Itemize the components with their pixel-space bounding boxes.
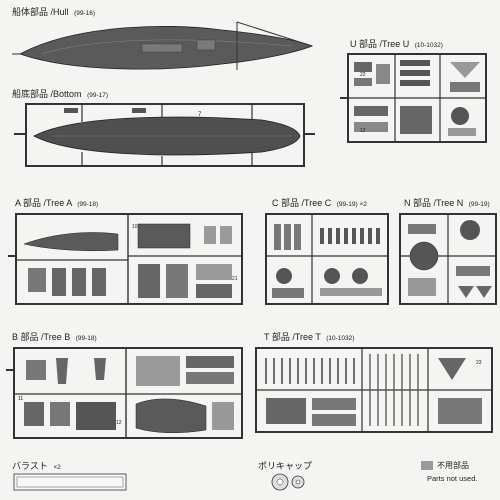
- tree-u-label-code: (10-1032): [414, 42, 443, 49]
- ballast-label: バラスト ×2: [12, 459, 61, 472]
- tree-b-label-jp: B 部品: [12, 332, 39, 342]
- svg-text:10: 10: [132, 224, 138, 230]
- svg-text:12: 12: [116, 420, 122, 426]
- hull-label-jp: 船体部品: [12, 7, 49, 17]
- tree-u-label: U 部品 /Tree U (10-1032): [350, 37, 443, 50]
- svg-text:7: 7: [198, 112, 202, 118]
- tree-t-label-code: (10-1032): [326, 335, 355, 342]
- tree-a-part: 10 21: [8, 213, 243, 305]
- tree-c-label: C 部品 /Tree C (99-19) ×2: [272, 196, 367, 209]
- hull-label-en: /Hull: [50, 7, 69, 17]
- tree-b-label-en: /Tree B: [41, 332, 71, 342]
- tree-n-label-en: /Tree N: [433, 198, 464, 208]
- tree-c-label-code: (99-19) ×2: [336, 201, 367, 208]
- tree-t-part: 23: [255, 347, 493, 433]
- hull-label: 船体部品 /Hull (99-16): [12, 5, 95, 18]
- tree-a-label-jp: A 部品: [15, 198, 42, 208]
- bottom-label: 船底部品 /Bottom (99-17): [12, 87, 108, 100]
- tree-n-label: N 部品 /Tree N (99-19): [404, 196, 490, 209]
- tree-t-label: T 部品 /Tree T (10-1032): [264, 330, 354, 343]
- polycap-label: ポリキャップ: [258, 459, 312, 472]
- tree-b-part: 11 12: [6, 347, 243, 439]
- tree-b-label-code: (99-18): [75, 335, 97, 342]
- tree-a-label-en: /Tree A: [43, 198, 72, 208]
- ballast-label-jp: バラスト: [12, 461, 48, 471]
- tree-u-part: 22 12: [340, 53, 487, 143]
- unused-parts-swatch: [421, 461, 433, 470]
- bottom-part: 7: [14, 103, 315, 167]
- polycap-part: [271, 473, 305, 491]
- tree-n-part: [399, 213, 497, 305]
- tree-u-label-jp: U 部品: [350, 39, 378, 49]
- bottom-label-code: (99-17): [87, 92, 109, 99]
- polycap-label-jp: ポリキャップ: [258, 461, 313, 471]
- tree-a-label: A 部品 /Tree A (99-18): [15, 196, 98, 209]
- tree-c-part: [265, 213, 389, 305]
- tree-n-label-code: (99-19): [468, 201, 490, 208]
- svg-text:11: 11: [18, 396, 23, 402]
- unused-parts-label-en: Parts not used.: [427, 474, 478, 483]
- tree-t-label-en: /Tree T: [292, 332, 321, 342]
- unused-parts-label-jp: 不用部品: [437, 461, 469, 470]
- svg-text:12: 12: [360, 128, 366, 134]
- bottom-label-en: /Bottom: [50, 89, 82, 99]
- tree-c-label-jp: C 部品: [272, 198, 300, 208]
- ballast-label-count: ×2: [53, 464, 61, 471]
- tree-t-label-jp: T 部品: [264, 332, 290, 342]
- tree-n-label-jp: N 部品: [404, 198, 432, 208]
- bottom-label-jp: 船底部品: [12, 89, 49, 99]
- svg-text:21: 21: [232, 276, 238, 282]
- tree-c-label-en: /Tree C: [301, 198, 332, 208]
- ballast-part: [13, 473, 127, 491]
- svg-text:22: 22: [360, 72, 366, 78]
- tree-b-label: B 部品 /Tree B (99-18): [12, 330, 97, 343]
- hull-label-code: (99-16): [74, 10, 96, 17]
- svg-text:23: 23: [476, 360, 482, 366]
- tree-a-label-code: (99-18): [77, 201, 99, 208]
- hull-part: [12, 21, 314, 70]
- tree-u-label-en: /Tree U: [379, 39, 410, 49]
